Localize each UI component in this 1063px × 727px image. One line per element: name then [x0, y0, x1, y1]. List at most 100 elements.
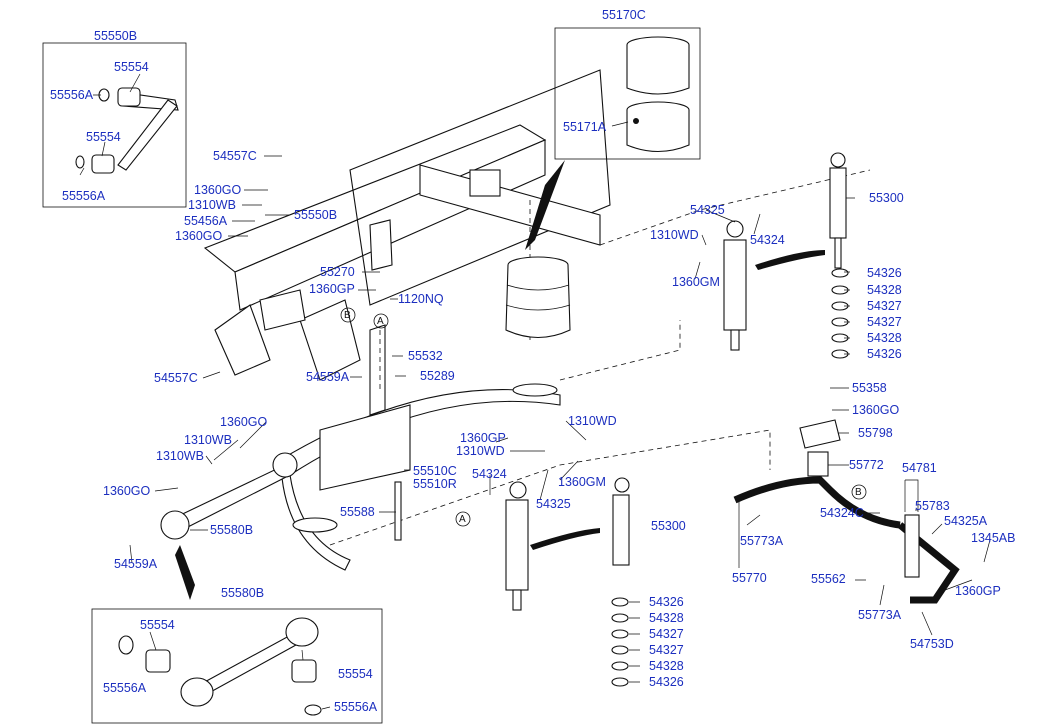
label-54557C-top: 54557C — [213, 149, 257, 163]
label-55580B-box: 55580B — [221, 586, 265, 600]
label-54328-c: 54328 — [649, 611, 684, 625]
label-1360GO-a: 1360GO — [194, 183, 242, 197]
callout-circle-B2 — [851, 484, 867, 500]
shock-absorber-upright-top — [755, 152, 847, 270]
label-54325-mid: 54325 — [536, 497, 571, 511]
label-55300-top: 55300 — [869, 191, 904, 205]
leader-lines — [129, 155, 991, 683]
label-54559A-top: 54559A — [306, 370, 350, 384]
label-1310WB-c: 1310WB — [156, 449, 204, 463]
shock-absorber-rear-top — [723, 220, 747, 351]
label-55270: 55270 — [320, 265, 355, 279]
label-1310WD-c: 1310WD — [456, 444, 505, 458]
label-54781: 54781 — [902, 461, 937, 475]
construction-lines — [329, 169, 871, 546]
label-55556A-b: 55556A — [62, 189, 106, 203]
label-55556A-d: 55556A — [334, 700, 378, 714]
label-1360GP-a: 1360GP — [309, 282, 355, 296]
stabilizer-bar — [733, 419, 960, 604]
label-54324-top: 54324 — [750, 233, 785, 247]
shock-absorber-mid — [505, 477, 630, 611]
callout-B1: B — [344, 310, 351, 321]
label-55532: 55532 — [408, 349, 443, 363]
callout-B2: B — [855, 487, 862, 498]
label-54327-c: 54327 — [649, 627, 684, 641]
label-1360GM-b: 1360GM — [558, 475, 606, 489]
label-55798: 55798 — [858, 426, 893, 440]
label-54324C: 54324C — [820, 506, 864, 520]
callout-circle-A1 — [373, 313, 389, 329]
label-55456A: 55456A — [184, 214, 228, 228]
label-54326-d: 54326 — [649, 675, 684, 689]
label-55554-a: 55554 — [114, 60, 149, 74]
link-rod-detail — [75, 73, 179, 176]
label-1360GO-b: 1360GO — [175, 229, 223, 243]
label-55170C: 55170C — [602, 8, 646, 22]
label-55300-bot: 55300 — [651, 519, 686, 533]
label-1360GO-c: 1360GO — [220, 415, 268, 429]
label-55770: 55770 — [732, 571, 767, 585]
label-1360GP-c: 1360GP — [955, 584, 1001, 598]
label-55773A-b: 55773A — [858, 608, 902, 622]
label-55580B: 55580B — [210, 523, 254, 537]
label-55171A: 55171A — [563, 120, 607, 134]
label-1360GM-a: 1360GM — [672, 275, 720, 289]
label-54328-b: 54328 — [867, 331, 902, 345]
label-55772: 55772 — [849, 458, 884, 472]
label-55510R: 55510R — [413, 477, 457, 491]
bump-stop-detail — [611, 36, 690, 152]
label-55554-d: 55554 — [338, 667, 373, 681]
label-1345AB: 1345AB — [971, 531, 1016, 545]
label-55510C: 55510C — [413, 464, 457, 478]
label-54326-a: 54326 — [867, 266, 902, 280]
label-54328-d: 54328 — [649, 659, 684, 673]
label-55554-c: 55554 — [140, 618, 175, 632]
callout-circle-A2 — [455, 511, 471, 527]
label-55556A-c: 55556A — [103, 681, 147, 695]
torque-rod-detail — [118, 617, 331, 716]
chassis-frame — [203, 69, 611, 416]
callout-A1: A — [377, 316, 384, 327]
label-1310WD-a: 1310WD — [650, 228, 699, 242]
detail-box-55170C — [554, 27, 701, 160]
label-55556A-a: 55556A — [50, 88, 94, 102]
label-54753D: 54753D — [910, 637, 954, 651]
label-55588: 55588 — [340, 505, 375, 519]
label-55562: 55562 — [811, 572, 846, 586]
label-1310WB-a: 1310WB — [188, 198, 236, 212]
label-54326-c: 54326 — [649, 595, 684, 609]
washer-stacks — [611, 268, 849, 687]
label-54324-mid: 54324 — [472, 467, 507, 481]
label-54326-b: 54326 — [867, 347, 902, 361]
label-1310WB-b: 1310WB — [184, 433, 232, 447]
label-55289: 55289 — [420, 369, 455, 383]
label-54327-a: 54327 — [867, 299, 902, 313]
callout-A2: A — [459, 514, 466, 525]
label-1360GP-b: 1360GP — [460, 431, 506, 445]
leaf-spring — [279, 383, 561, 571]
label-54325A: 54325A — [944, 514, 988, 528]
label-54559A-bot: 54559A — [114, 557, 158, 571]
label-55358: 55358 — [852, 381, 887, 395]
detail-box-55550B — [42, 42, 187, 208]
label-54327-b: 54327 — [867, 315, 902, 329]
label-1360GO-e: 1360GO — [852, 403, 900, 417]
label-1120NQ: 1120NQ — [398, 292, 444, 306]
label-55554-b: 55554 — [86, 130, 121, 144]
label-55773A-a: 55773A — [740, 534, 784, 548]
detail-box-55580B — [91, 608, 383, 724]
callout-circle-B1 — [340, 307, 356, 323]
label-55783: 55783 — [915, 499, 950, 513]
label-1360GO-d: 1360GO — [103, 484, 151, 498]
label-54328-a: 54328 — [867, 283, 902, 297]
label-55550B-box: 55550B — [94, 29, 138, 43]
label-54557C-bot: 54557C — [154, 371, 198, 385]
label-55550B: 55550B — [294, 208, 338, 222]
label-54327-d: 54327 — [649, 643, 684, 657]
label-54325-top: 54325 — [690, 203, 725, 217]
torque-rod — [160, 452, 298, 600]
air-spring — [505, 160, 571, 338]
label-1310WD-b: 1310WD — [568, 414, 617, 428]
